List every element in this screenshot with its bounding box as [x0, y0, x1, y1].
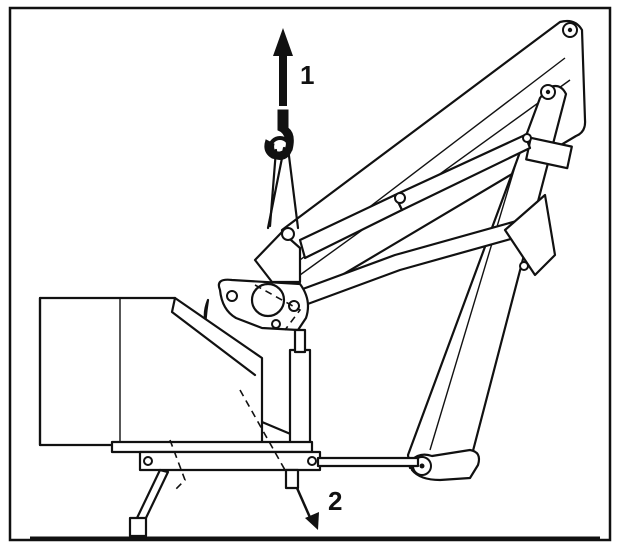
boom-cylinder — [298, 133, 532, 260]
mast-plate — [253, 230, 302, 284]
lifting-pin — [281, 227, 295, 241]
lifting-sling — [266, 146, 300, 230]
support-stand — [128, 468, 300, 538]
callout-2: 2 — [328, 486, 342, 516]
swing-frame — [217, 278, 310, 332]
arrow-down-icon — [295, 487, 319, 530]
arrow-up-icon — [273, 28, 293, 106]
subframe-body — [38, 296, 264, 447]
callout-1: 1 — [300, 60, 314, 90]
stabilizer-rod — [293, 328, 307, 354]
stabilizer-cylinder — [288, 348, 312, 452]
hook-icon — [264, 109, 294, 160]
bottom-beam — [110, 389, 420, 491]
curl-pin — [519, 261, 529, 271]
diagram-border — [8, 6, 612, 542]
bucket — [410, 448, 481, 482]
curl-cylinder — [503, 193, 557, 277]
